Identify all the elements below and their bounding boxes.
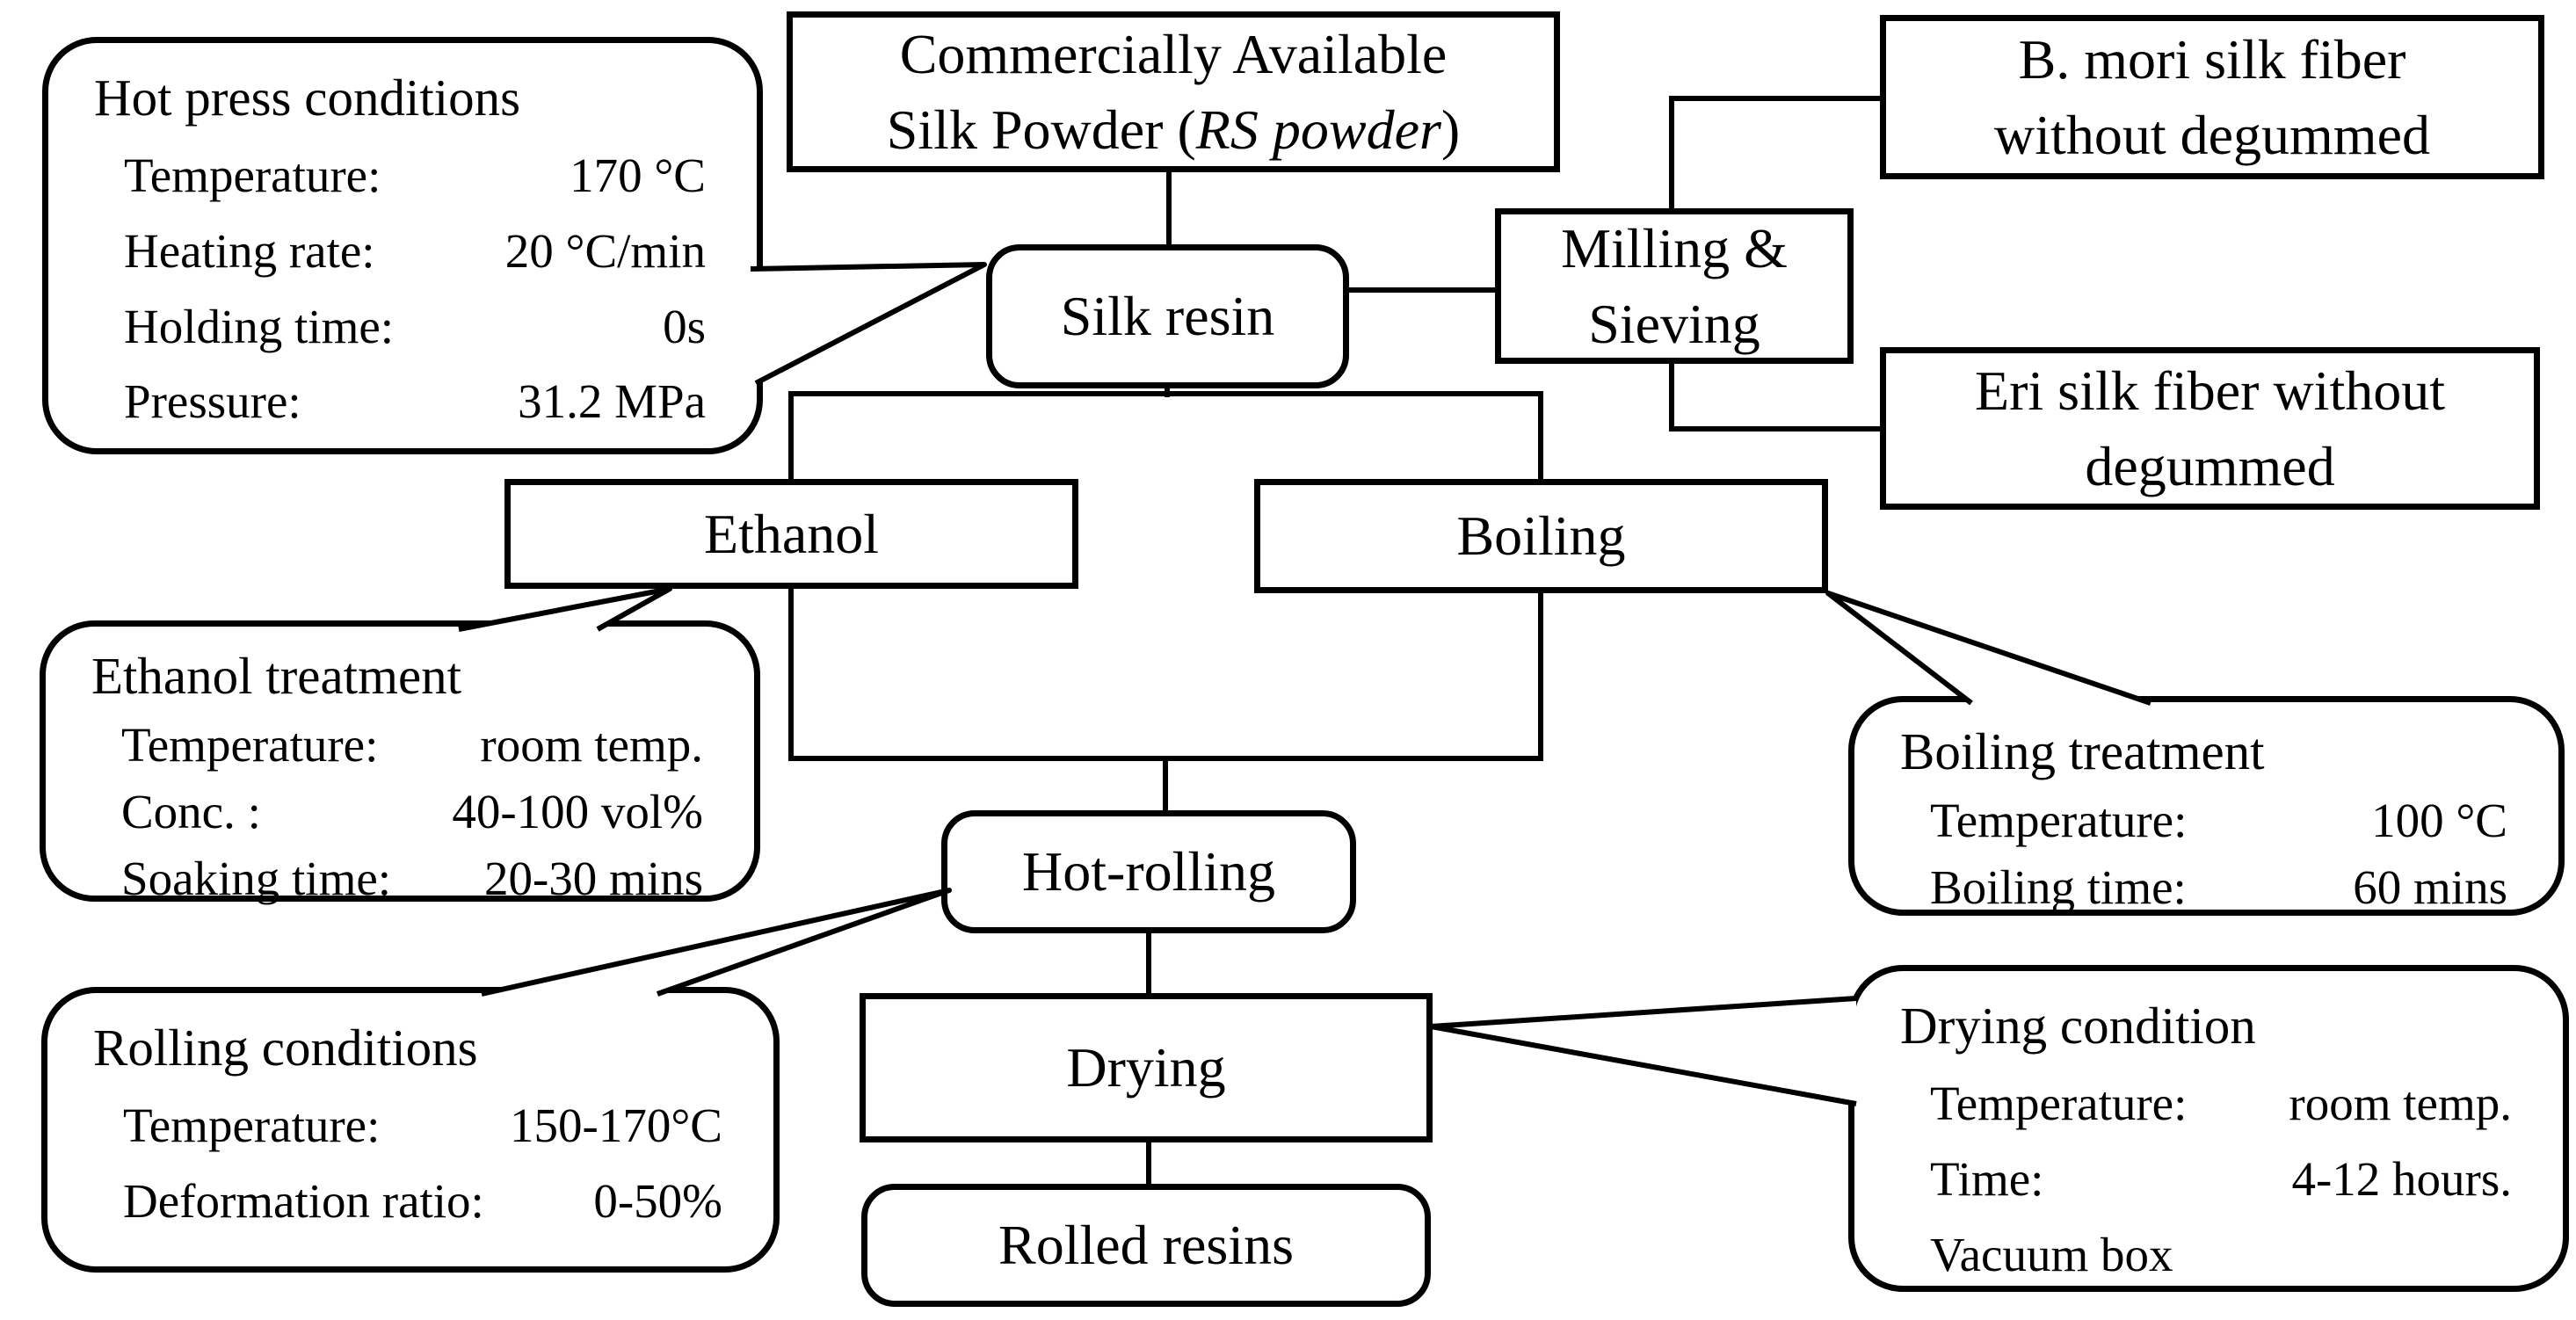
callout-ethanol-treatment-title: Ethanol treatment [91, 647, 462, 705]
callout-rolling-conditions-title: Rolling conditions [93, 1019, 478, 1077]
node-silk-powder: Commercially Available Silk Powder (RS p… [787, 11, 1560, 172]
callout-row: Temperature: room temp. [121, 718, 703, 772]
callout-row: Temperature: 100 °C [1930, 794, 2507, 848]
rs-powder-italic: RS powder [1195, 98, 1441, 161]
node-eri-fiber: Eri silk fiber without degummed [1880, 347, 2540, 510]
node-b-mori-line1: B. mori silk fiber [2018, 28, 2406, 91]
node-b-mori-fiber: B. mori silk fiber without degummed [1880, 15, 2544, 179]
callout-row: Pressure: 31.2 MPa [124, 374, 706, 429]
connector-milling-eri [1669, 362, 1880, 432]
callout-ethanol-treatment: Ethanol treatment Temperature: room temp… [40, 620, 760, 905]
node-silk-powder-line2: Silk Powder (RS powder) [886, 98, 1461, 161]
callout-row: Holding time: 0s [124, 299, 706, 353]
node-rolled-resins-label: Rolled resins [998, 1214, 1294, 1277]
callout-row: Soaking time: 20-30 mins [121, 852, 703, 906]
node-hot-rolling-label: Hot-rolling [1022, 840, 1275, 903]
callout-row: Deformation ratio: 0-50% [123, 1173, 722, 1228]
node-milling-line1: Milling & [1561, 217, 1788, 280]
node-milling-line2: Sieving [1588, 292, 1760, 355]
node-b-mori-line2: without degummed [1994, 103, 2430, 166]
callout-hot-press-conditions: Hot press conditions Temperature: 170 °C… [42, 37, 763, 454]
node-silk-powder-line1: Commercially Available [899, 23, 1448, 86]
node-drying-label: Drying [1066, 1036, 1226, 1099]
node-hot-rolling: Hot-rolling [941, 810, 1356, 933]
callout-boiling-treatment-title: Boiling treatment [1900, 722, 2265, 780]
callout-row: Vacuum box [1930, 1227, 2173, 1281]
callout-row: Temperature: 150-170°C [123, 1099, 722, 1153]
node-ethanol-label: Ethanol [703, 502, 880, 565]
callout-row: Conc. : 40-100 vol% [121, 785, 703, 839]
callout-rolling-conditions: Rolling conditions Temperature: 150-170°… [41, 987, 780, 1273]
node-boiling-label: Boiling [1456, 504, 1626, 568]
node-eri-line2: degummed [2085, 434, 2335, 497]
callout-row: Heating rate: 20 °C/min [124, 223, 706, 278]
node-drying: Drying [860, 993, 1433, 1142]
connector-trunk-top [788, 391, 1543, 482]
node-silk-resin: Silk resin [986, 244, 1349, 388]
callout-row: Time: 4-12 hours. [1930, 1151, 2512, 1206]
node-rolled-resins: Rolled resins [861, 1184, 1431, 1307]
callout-boiling-treatment: Boiling treatment Temperature: 100 °C Bo… [1848, 696, 2565, 916]
connector-bmori-milling [1669, 96, 1880, 211]
node-boiling: Boiling [1254, 479, 1828, 593]
node-eri-line1: Eri silk fiber without [1974, 359, 2446, 423]
node-ethanol: Ethanol [504, 479, 1078, 589]
node-milling-sieving: Milling & Sieving [1495, 208, 1854, 364]
node-silk-resin-label: Silk resin [1060, 285, 1275, 348]
callout-row: Boiling time: 60 mins [1930, 860, 2507, 915]
callout-drying-condition: Drying condition Temperature: room temp.… [1848, 965, 2569, 1292]
connector-trunk-bottom [788, 585, 1543, 761]
callout-row: Temperature: room temp. [1930, 1077, 2512, 1131]
callout-drying-condition-title: Drying condition [1900, 997, 2256, 1055]
callout-row: Temperature: 170 °C [124, 149, 706, 203]
callout-hot-press-title: Hot press conditions [94, 69, 521, 127]
